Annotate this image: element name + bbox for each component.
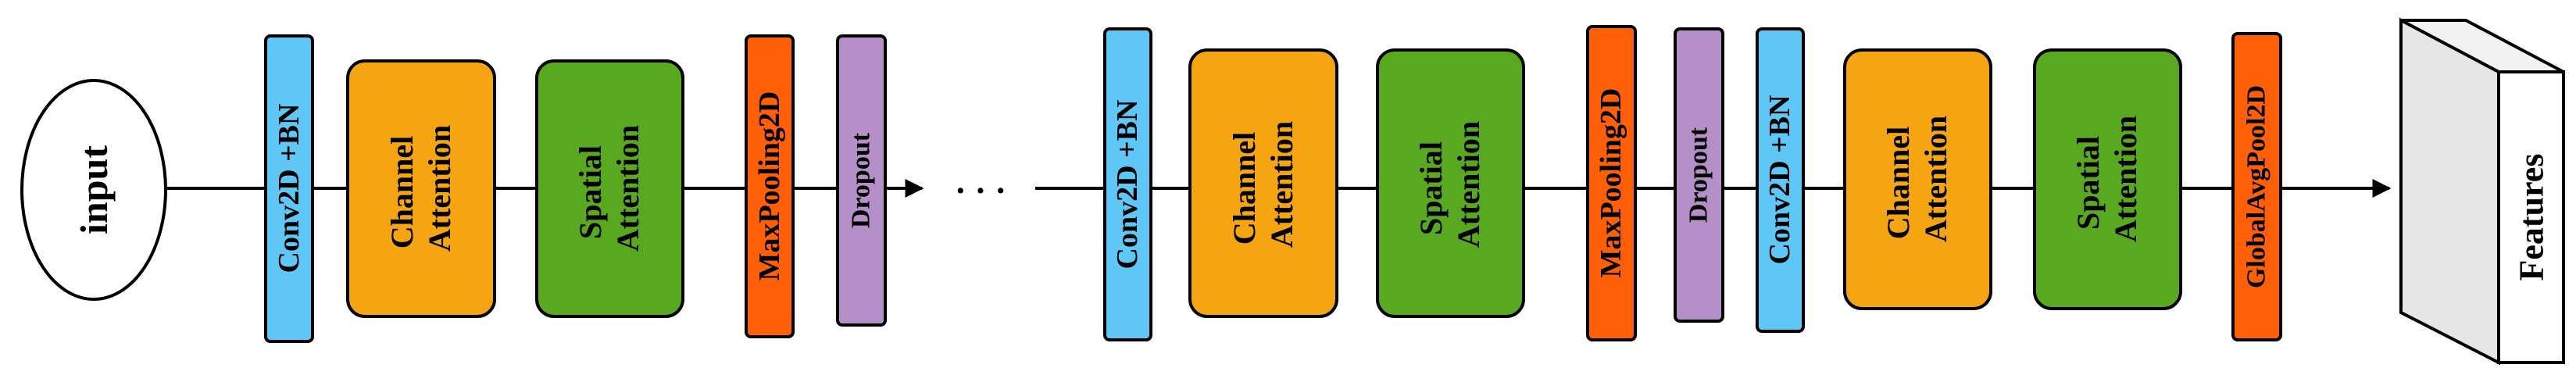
stage-3: Conv2D +BN Channel Attention Spatial Att… xyxy=(1756,27,2282,341)
channel-attention-line1: Channel xyxy=(384,136,420,249)
spatial-attention-label: Spatial Attention xyxy=(573,125,645,252)
maxpooling-label: MaxPooling2D xyxy=(1595,88,1627,278)
spatial-attention-line2: Attention xyxy=(1451,121,1486,248)
features-label: Features xyxy=(2513,154,2551,281)
dropout-label: Dropout xyxy=(1685,127,1713,223)
ellipsis: · · · xyxy=(955,172,1006,210)
conv-bn-label: Conv2D +BN xyxy=(1111,100,1144,270)
spatial-attention-line2: Attention xyxy=(610,125,645,252)
channel-attention-line2: Attention xyxy=(1264,121,1299,248)
channel-attention-line2: Attention xyxy=(1918,116,1953,242)
conv-bn-block xyxy=(264,34,314,343)
spatial-attention-line1: Spatial xyxy=(2070,136,2106,230)
spatial-attention-block xyxy=(1376,48,1525,318)
dropout-block xyxy=(1674,27,1724,323)
stage-1: Conv2D +BN Channel Attention Spatial Att… xyxy=(264,34,887,343)
channel-attention-label: Channel Attention xyxy=(1227,121,1299,248)
channel-attention-line1: Channel xyxy=(1227,132,1262,245)
input-label: input xyxy=(72,145,116,234)
features-front-face xyxy=(2497,70,2565,364)
input-node xyxy=(20,79,167,301)
spatial-attention-line1: Spatial xyxy=(1413,141,1449,235)
spatial-attention-label: Spatial Attention xyxy=(2070,116,2143,242)
spatial-attention-line2: Attention xyxy=(2108,116,2143,242)
channel-attention-block xyxy=(346,59,496,318)
conv-bn-label: Conv2D +BN xyxy=(1763,95,1796,265)
conv-bn-block xyxy=(1756,27,1805,333)
channel-attention-block xyxy=(1843,48,1992,310)
dropout-block xyxy=(836,34,887,327)
channel-attention-line1: Channel xyxy=(1881,127,1916,240)
channel-attention-label: Channel Attention xyxy=(384,125,457,252)
channel-attention-block xyxy=(1188,48,1338,318)
spatial-attention-block xyxy=(535,59,684,318)
maxpooling-block xyxy=(1586,25,1637,341)
dropout-label: Dropout xyxy=(847,132,876,228)
features-block: Features xyxy=(2399,17,2565,366)
channel-attention-line2: Attention xyxy=(422,125,457,252)
maxpooling-label: MaxPooling2D xyxy=(753,91,786,281)
maxpooling-block xyxy=(745,34,795,338)
conv-bn-label: Conv2D +BN xyxy=(273,104,305,273)
stage-2: Conv2D +BN Channel Attention Spatial Att… xyxy=(1103,25,1724,341)
channel-attention-label: Channel Attention xyxy=(1881,116,1953,242)
globalavgpool-block xyxy=(2231,32,2282,341)
features-side-face xyxy=(2399,17,2500,366)
spatial-attention-line1: Spatial xyxy=(573,145,608,239)
globalavgpool-label: GlobalAvgPool2D xyxy=(2242,85,2271,288)
conv-bn-block xyxy=(1103,27,1152,341)
spatial-attention-block xyxy=(2033,48,2182,310)
spatial-attention-label: Spatial Attention xyxy=(1413,121,1486,248)
